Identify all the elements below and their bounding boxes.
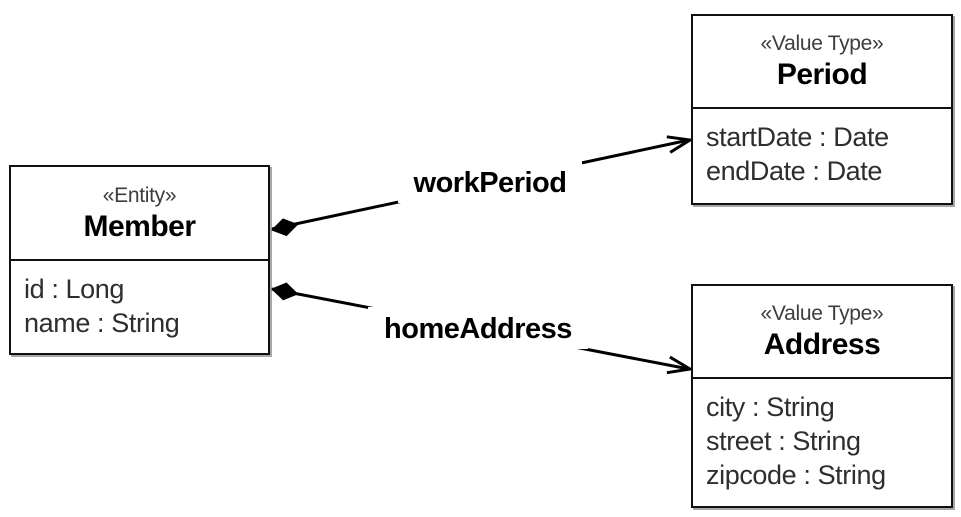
class-attributes: city : String street : String zipcode : … bbox=[693, 379, 951, 506]
class-stereotype: «Value Type» bbox=[760, 32, 884, 55]
uml-class-period: «Value Type» Period startDate : Date end… bbox=[691, 14, 953, 205]
class-header: «Value Type» Period bbox=[693, 16, 951, 109]
uml-class-member: «Entity» Member id : Long name : String bbox=[9, 165, 270, 355]
uml-class-address: «Value Type» Address city : String stree… bbox=[691, 284, 953, 508]
composition-diamond-icon bbox=[271, 218, 299, 237]
class-header: «Value Type» Address bbox=[693, 286, 951, 379]
class-attribute: street : String bbox=[706, 426, 861, 456]
class-name: Member bbox=[83, 209, 196, 243]
class-attribute: zipcode : String bbox=[706, 460, 886, 490]
class-attribute: startDate : Date bbox=[706, 122, 889, 152]
class-attribute: name : String bbox=[24, 308, 180, 338]
class-name: Period bbox=[776, 58, 868, 91]
class-header: «Entity» Member bbox=[11, 167, 268, 261]
class-stereotype: «Entity» bbox=[102, 183, 177, 207]
composition-diamond-icon bbox=[271, 282, 299, 301]
open-arrowhead-icon bbox=[666, 135, 695, 154]
association-label-workperiod: workPeriod bbox=[398, 161, 582, 203]
association-label-homeaddress: homeAddress bbox=[368, 307, 588, 349]
class-attribute: endDate : Date bbox=[706, 156, 883, 186]
class-stereotype: «Value Type» bbox=[760, 302, 884, 325]
class-attributes: id : Long name : String bbox=[11, 261, 268, 353]
class-attribute: id : Long bbox=[24, 274, 124, 304]
class-name: Address bbox=[763, 328, 881, 361]
open-arrowhead-icon bbox=[666, 355, 695, 375]
class-attribute: city : String bbox=[706, 392, 835, 422]
class-attributes: startDate : Date endDate : Date bbox=[693, 109, 951, 203]
